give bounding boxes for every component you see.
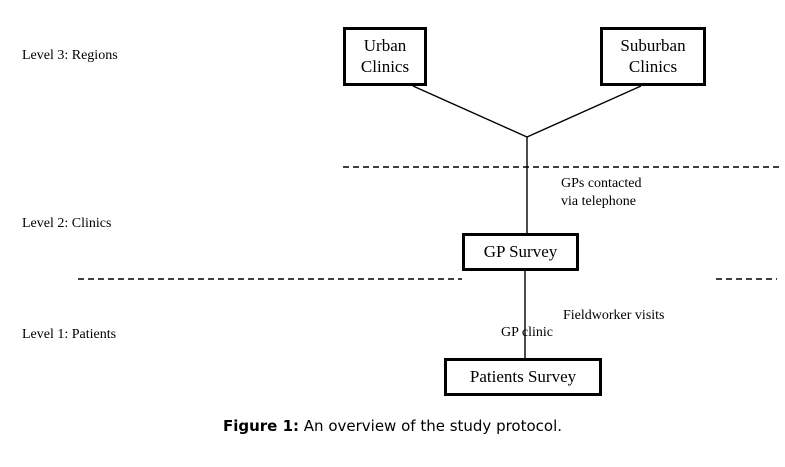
annotation-gps-contacted-line2: via telephone — [561, 193, 637, 209]
annotation-fieldworker-visits: Fieldworker visits — [563, 308, 665, 323]
node-label-suburban-line2: Clinics — [628, 56, 678, 76]
level-label-regions: Level 3: Regions — [22, 48, 118, 63]
node-label-urban-line2: Clinics — [360, 56, 410, 76]
annotation-gp-clinic: GP clinic — [501, 325, 553, 340]
edge-suburban-to-junction — [526, 85, 642, 138]
node-label-suburban-line1: Suburban — [620, 36, 686, 56]
edge-urban-to-junction — [412, 85, 528, 138]
node-box-suburban-clinics: Suburban Clinics — [600, 27, 706, 86]
node-box-gp-survey: GP Survey — [462, 233, 579, 271]
node-label-urban-line1: Urban — [363, 36, 407, 56]
figure-caption-label: Figure 1: — [222, 417, 300, 435]
annotation-gps-contacted-line1: GPs contacted — [561, 176, 642, 191]
level-label-patients: Level 1: Patients — [22, 327, 117, 342]
annotation-gps-contacted: GPs contacted via telephone — [561, 175, 641, 210]
figure-caption: Figure 1: An overview of the study proto… — [0, 417, 785, 435]
node-label-gp-survey: GP Survey — [483, 241, 558, 261]
level-label-clinics: Level 2: Clinics — [22, 216, 112, 231]
figure-caption-text: An overview of the study protocol. — [303, 417, 563, 435]
node-label-patients-survey: Patients Survey — [469, 366, 577, 386]
node-box-urban-clinics: Urban Clinics — [343, 27, 427, 86]
node-box-patients-survey: Patients Survey — [444, 358, 602, 396]
